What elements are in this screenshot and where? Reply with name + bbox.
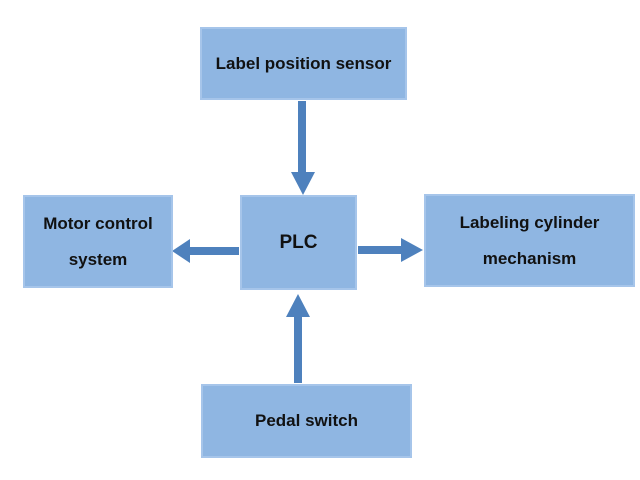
node-label-position-sensor: Label position sensor [200, 27, 407, 100]
node-label: Label position sensor [215, 53, 392, 73]
node-pedal-switch: Pedal switch [201, 384, 412, 458]
node-label: Motor control system [43, 213, 153, 269]
arrow-pedal-to-plc-icon [286, 294, 310, 383]
arrow-plc-to-cylinder-icon [358, 238, 423, 262]
node-labeling-cylinder-mechanism: Labeling cylinder mechanism [424, 194, 635, 287]
node-motor-control-system: Motor control system [23, 195, 173, 288]
arrow-plc-to-motor-icon [172, 239, 239, 263]
node-label: Labeling cylinder mechanism [459, 212, 600, 268]
node-plc: PLC [240, 195, 357, 290]
arrow-sensor-to-plc-icon [291, 101, 315, 195]
node-label: PLC [279, 231, 318, 253]
node-label: Pedal switch [255, 411, 358, 430]
